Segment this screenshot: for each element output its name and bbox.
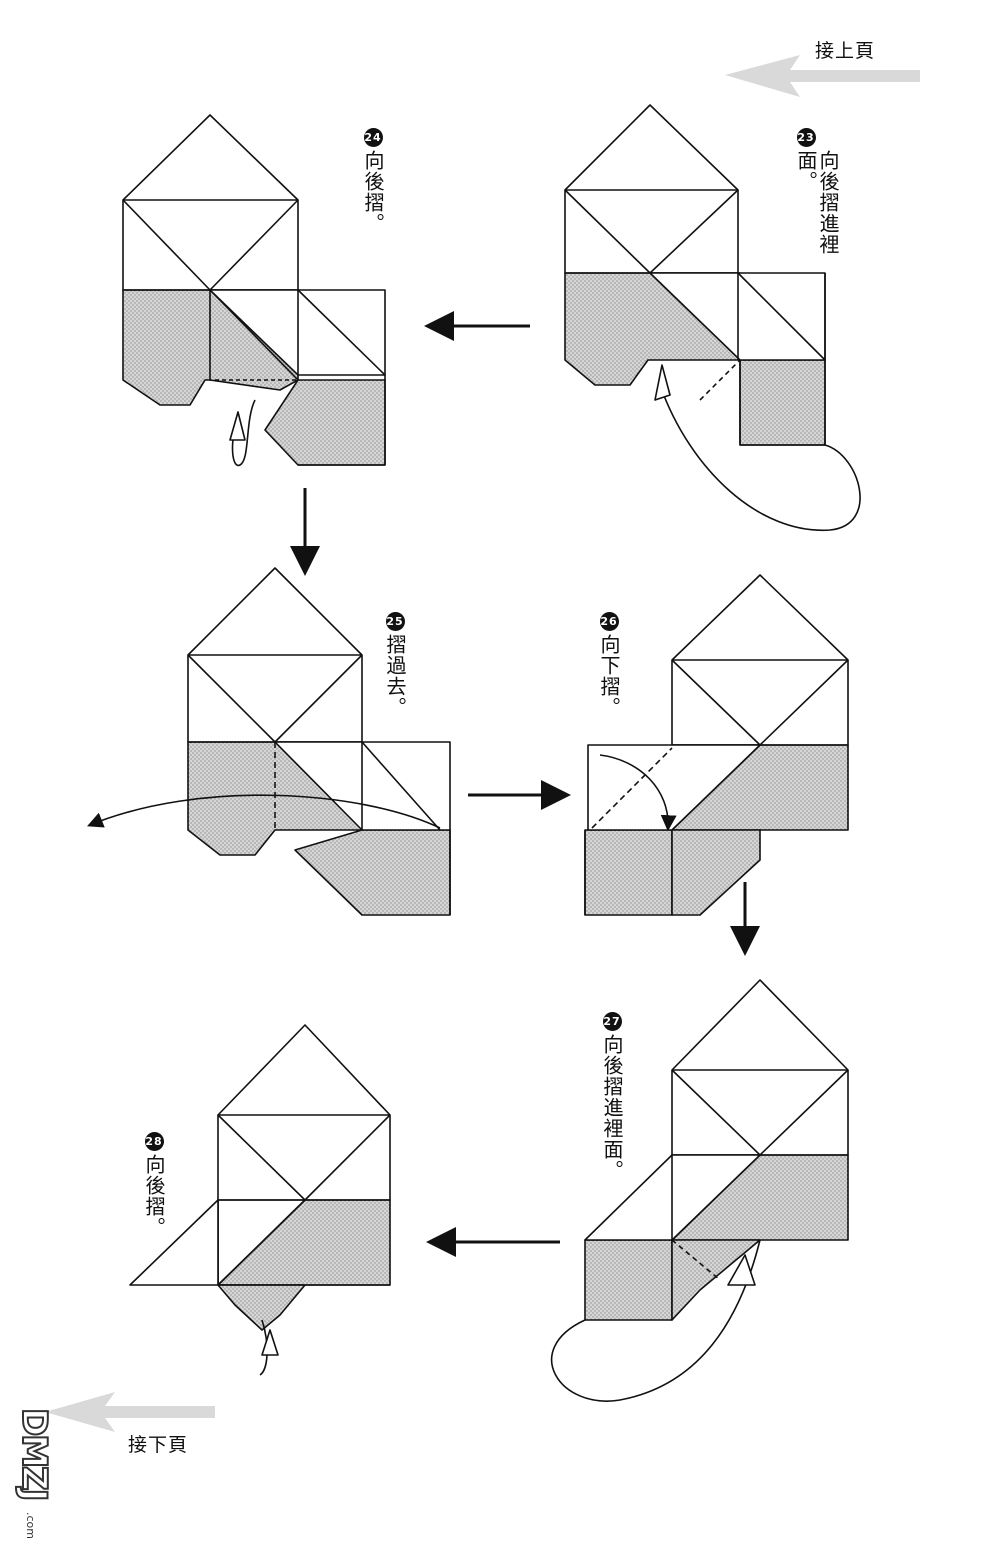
watermark-domain: .com xyxy=(24,1512,37,1539)
step-23-text: 向後摺進裡面。 xyxy=(794,150,840,255)
figure-step-27 xyxy=(551,979,849,1402)
step-25-number: 25 xyxy=(385,612,405,631)
step-23-number: 23 xyxy=(796,128,816,147)
step-27-number: 27 xyxy=(602,1012,622,1031)
step-28-caption: 28 向後摺。 xyxy=(142,1132,166,1238)
step-28-text: 向後摺。 xyxy=(142,1154,166,1238)
ghost-arrow-bottom xyxy=(45,1392,215,1432)
continued-from-label: 接上頁 xyxy=(815,40,876,62)
step-25-caption: 25 摺過去。 xyxy=(383,612,407,718)
figure-step-23 xyxy=(564,104,861,531)
step-27-text: 向後摺進裡面。 xyxy=(600,1034,624,1181)
step-26-text: 向下摺。 xyxy=(597,634,621,718)
step-26-number: 26 xyxy=(599,612,619,631)
figure-step-26 xyxy=(584,574,849,916)
step-25-text: 摺過去。 xyxy=(383,634,407,718)
figure-step-28 xyxy=(129,1024,391,1376)
step-24-caption: 24 向後摺。 xyxy=(361,128,385,234)
figure-step-25 xyxy=(87,567,451,916)
step-28-number: 28 xyxy=(144,1132,164,1151)
step-27-caption: 27 向後摺進裡面。 xyxy=(600,1012,624,1181)
figure-step-24 xyxy=(122,114,386,466)
step-23-caption: 23 向後摺進裡面。 xyxy=(794,128,840,280)
ghost-arrow-top xyxy=(725,55,920,97)
watermark-logo: DMZJ xyxy=(13,1407,55,1500)
step-26-caption: 26 向下摺。 xyxy=(597,612,621,718)
step-24-number: 24 xyxy=(363,128,383,147)
step-24-text: 向後摺。 xyxy=(361,150,385,234)
continued-to-label: 接下頁 xyxy=(128,1434,189,1456)
flow-arrows xyxy=(290,311,760,1257)
